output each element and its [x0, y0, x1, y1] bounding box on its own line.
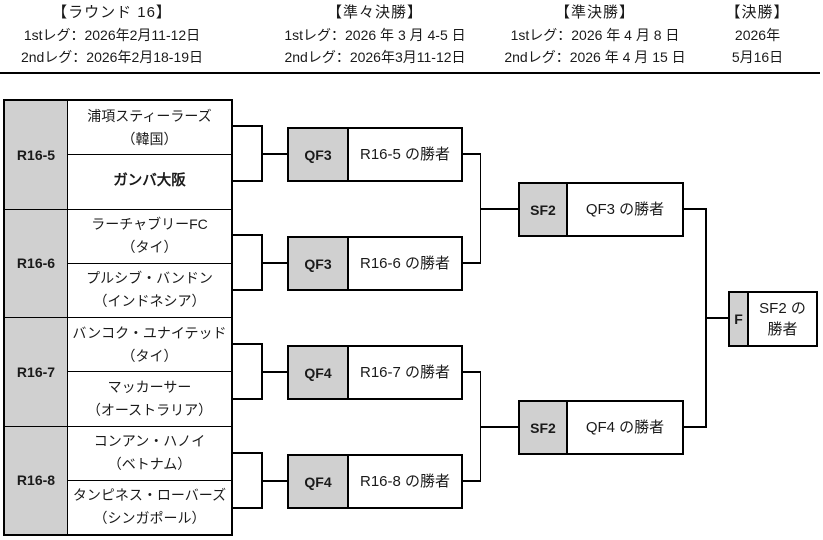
connector-line — [479, 208, 519, 210]
team-name: ガンバ大阪 — [113, 173, 186, 190]
leg2-dates: 2ndレグ：2026年3月11-12日 — [284, 49, 466, 65]
connector-line — [705, 317, 728, 319]
match-id-label: QF3 — [289, 129, 349, 180]
match-id-label: SF2 — [520, 402, 568, 453]
team-country: （韓国） — [121, 130, 178, 147]
match-id-label: SF2 — [520, 184, 568, 235]
r16-match-block-5: R16-5 浦項スティーラーズ （韓国） ガンバ大阪 — [5, 101, 231, 210]
leg1-dates: 1stレグ：2026 年 4 月 8 日 — [510, 27, 680, 43]
match-id-label: QF3 — [289, 238, 349, 289]
team-pair: バンコク・ユナイテッド （タイ） マッカーサー （オーストラリア） — [68, 318, 231, 426]
team-cell: タンピネス・ローバーズ （シンガポール） — [68, 481, 231, 534]
connector-line — [461, 371, 481, 373]
header-column-final: 【決勝】 2026年 5月16日 — [700, 2, 815, 68]
connector-line — [461, 153, 481, 155]
header-column-quarterfinal: 【準々決勝】 1stレグ：2026 年 3 月 4-5 日 2ndレグ：2026… — [265, 2, 485, 68]
team-name: 浦項スティーラーズ — [87, 107, 212, 124]
winner-text: QF4 の勝者 — [585, 419, 665, 436]
team-name: バンコク・ユナイテッド — [72, 324, 227, 341]
connector-line — [233, 180, 262, 182]
leg2-dates: 2ndレグ：2026年2月18-19日 — [20, 49, 204, 65]
match-box-sf2-lower: SF2 QF4 の勝者 — [518, 400, 684, 455]
winner-text: R16-5 の勝者 — [359, 146, 451, 163]
match-box-qf3-lower: QF3 R16-6 の勝者 — [287, 236, 463, 291]
winner-text-line1: SF2 の — [759, 300, 806, 317]
r16-match-block-7: R16-7 バンコク・ユナイテッド （タイ） マッカーサー （オーストラリア） — [5, 318, 231, 427]
match-id-label: F — [730, 293, 749, 345]
winner-text: SF2 の 勝者 — [749, 293, 816, 345]
leg1-dates: 1stレグ：2026 年 3 月 4-5 日 — [284, 27, 466, 43]
connector-line — [233, 125, 262, 127]
match-box-sf2-upper: SF2 QF3 の勝者 — [518, 182, 684, 237]
match-id-label: QF4 — [289, 347, 349, 398]
winner-text-line2: 勝者 — [767, 321, 798, 338]
team-cell: バンコク・ユナイテッド （タイ） — [68, 318, 231, 373]
final-date-line2: 5月16日 — [731, 49, 784, 65]
team-country: （タイ） — [121, 347, 178, 364]
connector-line — [461, 262, 481, 264]
r16-match-block-8: R16-8 コンアン・ハノイ （ベトナム） タンピネス・ローバーズ （シンガポー… — [5, 426, 231, 535]
team-name: ラーチャブリーFC — [91, 216, 208, 233]
team-name: タンピネス・ローバーズ — [72, 487, 227, 504]
team-pair: コンアン・ハノイ （ベトナム） タンピネス・ローバーズ （シンガポール） — [68, 427, 231, 535]
team-cell: プルシブ・バンドン （インドネシア） — [68, 264, 231, 317]
team-cell: 浦項スティーラーズ （韓国） — [68, 101, 231, 156]
connector-line — [261, 262, 288, 264]
team-pair: 浦項スティーラーズ （韓国） ガンバ大阪 — [68, 101, 231, 209]
match-id-label: R16-5 — [5, 101, 68, 209]
connector-line — [233, 452, 262, 454]
match-id-label: R16-8 — [5, 426, 68, 534]
match-id-label: QF4 — [289, 456, 349, 507]
connector-line — [233, 289, 262, 291]
winner-text: R16-8 の勝者 — [359, 473, 451, 490]
team-country: （ベトナム） — [107, 456, 192, 473]
connector-line — [261, 371, 288, 373]
team-cell: ガンバ大阪 — [68, 155, 231, 208]
team-name: コンアン・ハノイ — [93, 433, 206, 450]
team-pair: ラーチャブリーFC （タイ） プルシブ・バンドン （インドネシア） — [68, 210, 231, 318]
connector-line — [461, 480, 481, 482]
connector-line — [233, 234, 262, 236]
final-date-line1: 2026年 — [734, 27, 781, 43]
stage-title: 【準々決勝】 — [326, 4, 423, 21]
stage-title: 【決勝】 — [725, 4, 790, 21]
connector-line — [233, 398, 262, 400]
team-cell: マッカーサー （オーストラリア） — [68, 372, 231, 425]
winner-text: R16-7 の勝者 — [359, 364, 451, 381]
team-name: マッカーサー — [107, 378, 192, 395]
stage-title: 【準決勝】 — [554, 4, 635, 21]
match-box-qf4-lower: QF4 R16-8 の勝者 — [287, 454, 463, 509]
connector-line — [233, 343, 262, 345]
team-cell: コンアン・ハノイ （ベトナム） — [68, 427, 231, 481]
connector-line — [682, 426, 706, 428]
connector-line — [261, 480, 288, 482]
round16-table: R16-5 浦項スティーラーズ （韓国） ガンバ大阪 R16-6 ラーチャブリー… — [3, 99, 233, 536]
team-cell: ラーチャブリーFC （タイ） — [68, 210, 231, 264]
header-column-round16: 【ラウンド 16】 1stレグ：2026年2月11-12日 2ndレグ：2026… — [0, 2, 224, 68]
connector-line — [233, 507, 262, 509]
leg1-dates: 1stレグ：2026年2月11-12日 — [23, 27, 201, 43]
header-column-semifinal: 【準決勝】 1stレグ：2026 年 4 月 8 日 2ndレグ：2026 年 … — [490, 2, 700, 68]
team-name: プルシブ・バンドン — [86, 270, 213, 287]
connector-line — [479, 426, 519, 428]
team-country: （タイ） — [121, 239, 178, 256]
team-country: （オーストラリア） — [86, 401, 213, 418]
team-country: （インドネシア） — [93, 293, 206, 310]
team-country: （シンガポール） — [93, 510, 206, 527]
connector-line — [261, 153, 288, 155]
match-box-final: F SF2 の 勝者 — [728, 291, 818, 347]
stage-title: 【ラウンド 16】 — [52, 4, 172, 21]
connector-line — [682, 208, 706, 210]
leg2-dates: 2ndレグ：2026 年 4 月 15 日 — [504, 49, 686, 65]
header-divider — [0, 72, 820, 74]
match-box-qf4-upper: QF4 R16-7 の勝者 — [287, 345, 463, 400]
match-id-label: R16-6 — [5, 209, 68, 317]
winner-text: QF3 の勝者 — [585, 201, 665, 218]
match-box-qf3-upper: QF3 R16-5 の勝者 — [287, 127, 463, 182]
match-id-label: R16-7 — [5, 318, 68, 426]
winner-text: R16-6 の勝者 — [359, 255, 451, 272]
r16-match-block-6: R16-6 ラーチャブリーFC （タイ） プルシブ・バンドン （インドネシア） — [5, 209, 231, 318]
